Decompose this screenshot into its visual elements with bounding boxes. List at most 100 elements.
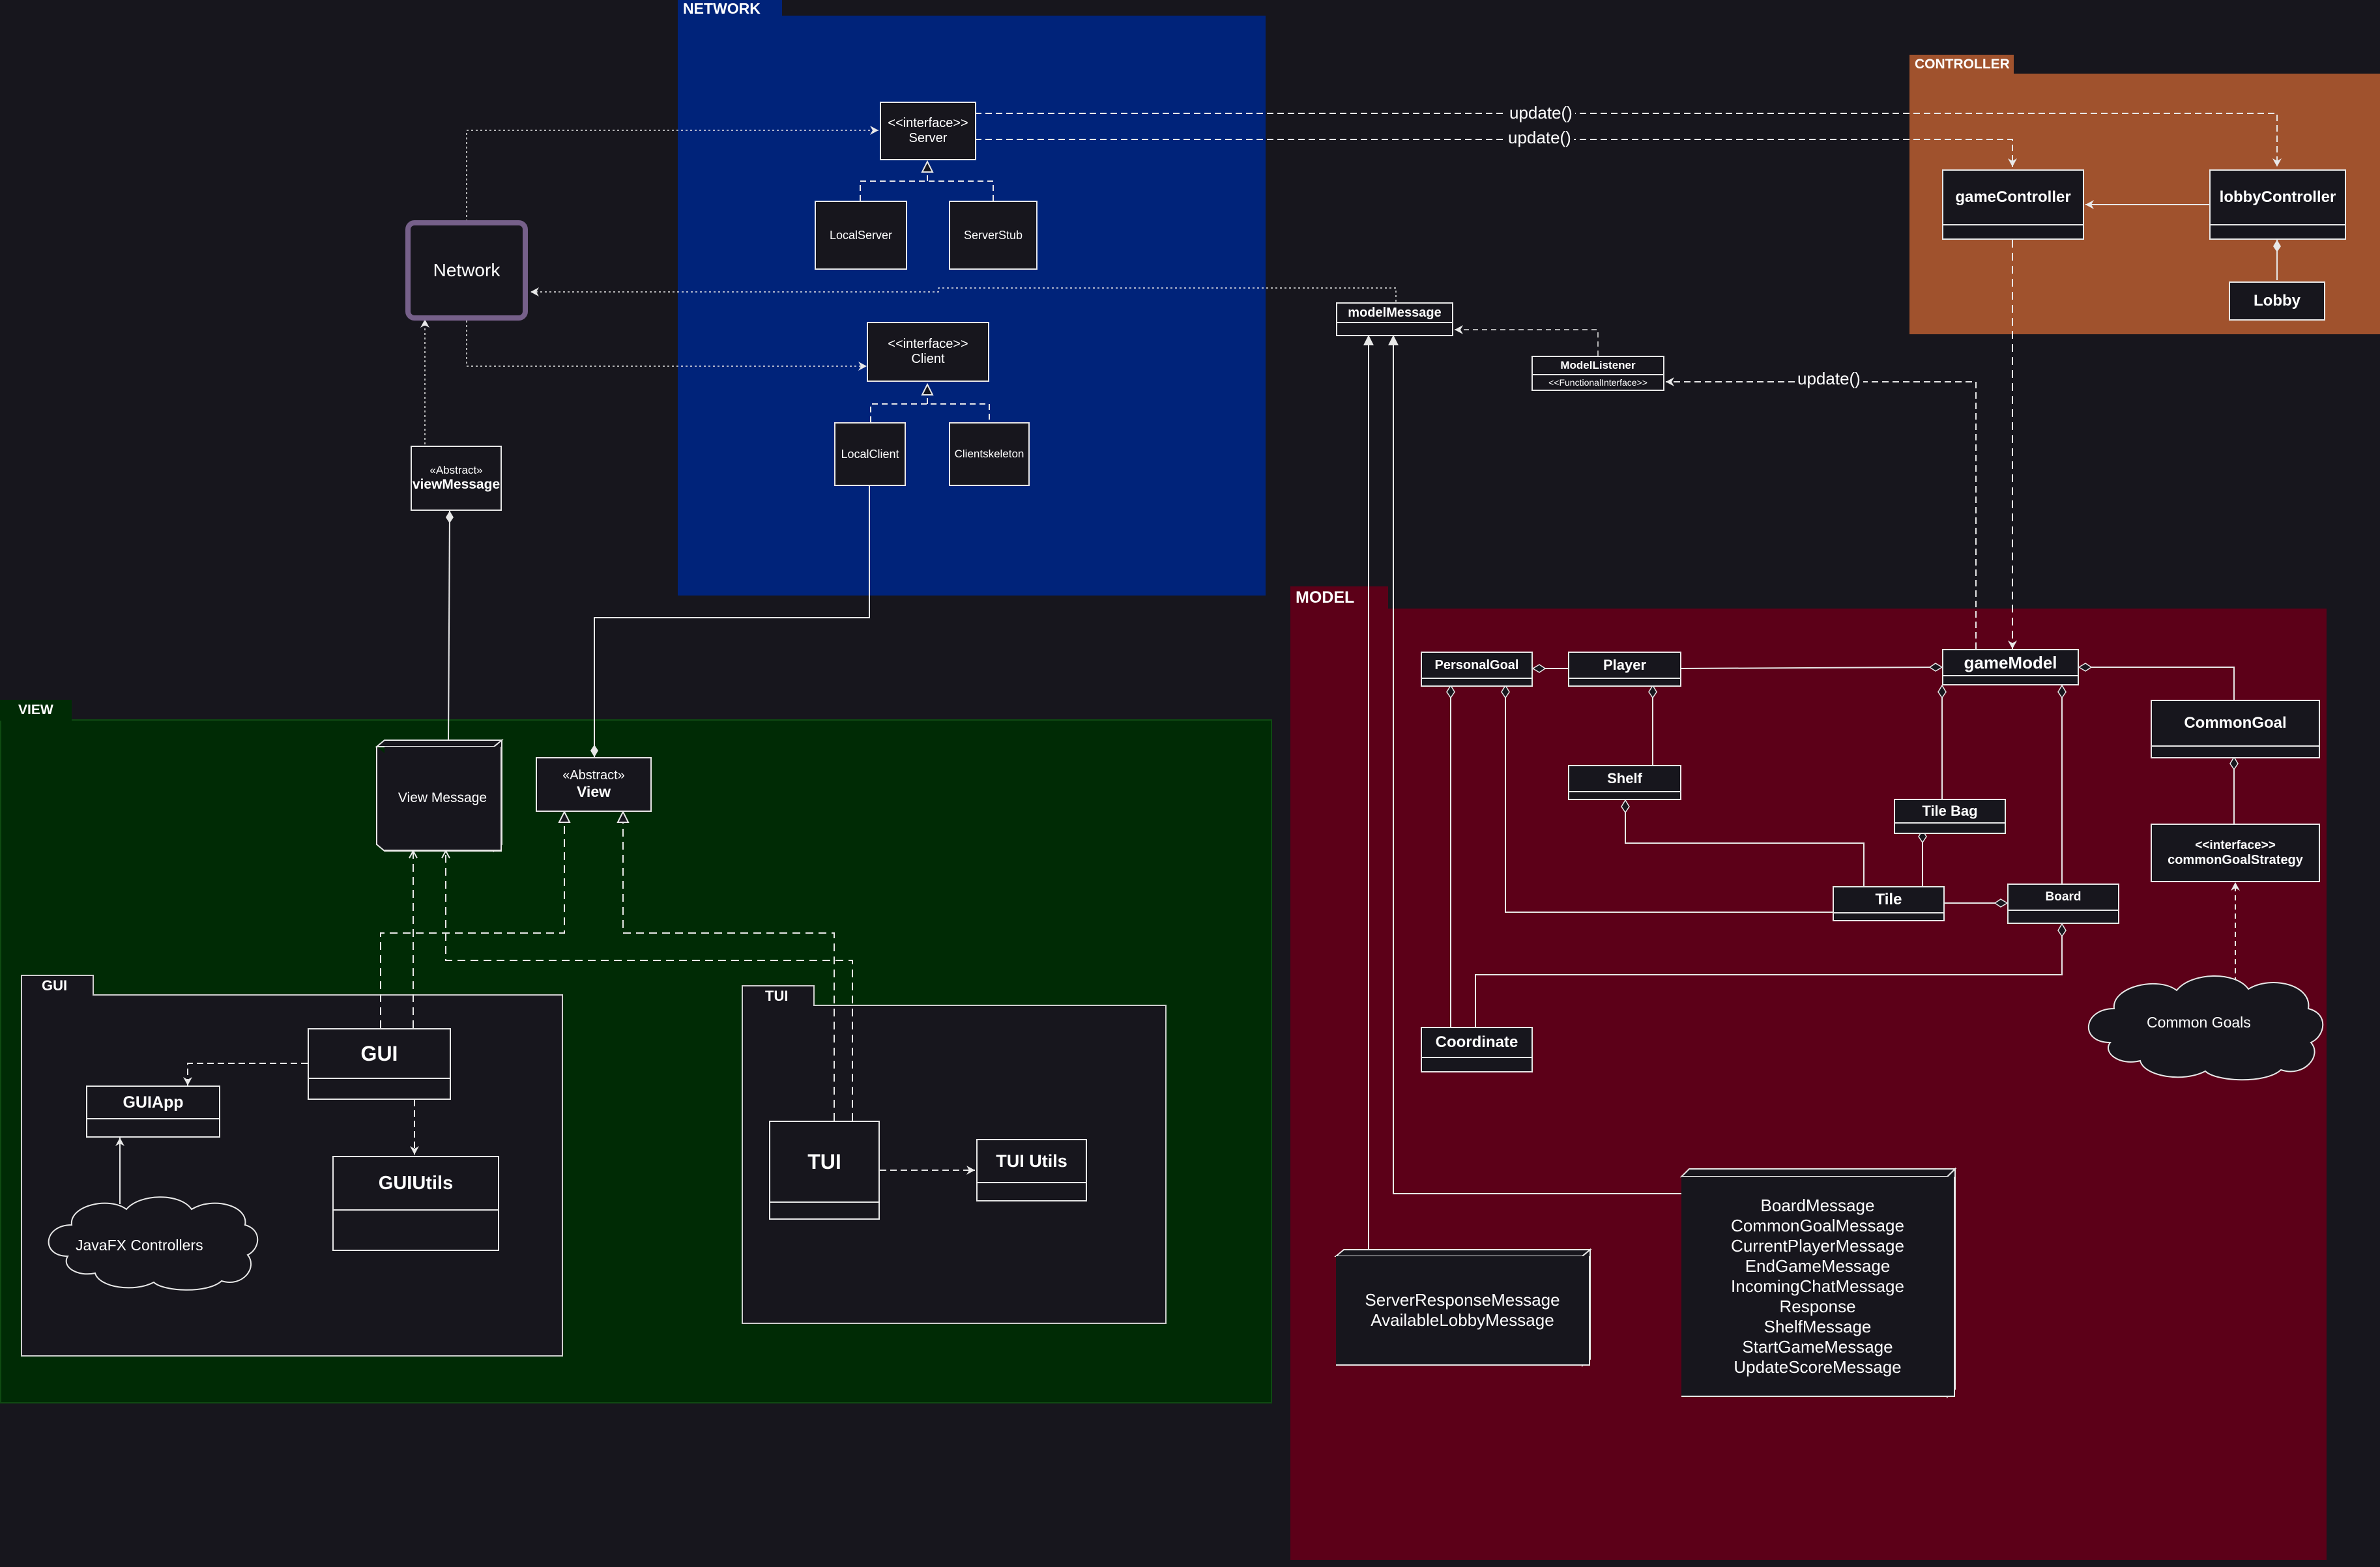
common-goals-cloud-label: Common Goals — [2147, 1014, 2251, 1031]
coordinate-class[interactable]: Coordinate — [1421, 1027, 1533, 1072]
game-controller-class[interactable]: gameController — [1942, 169, 2084, 240]
tile-bag-label: Tile Bag — [1895, 800, 2005, 824]
network-package-tab: NETWORK — [678, 0, 782, 17]
common-goal-strategy-stereotype: <<interface>> — [2195, 838, 2276, 852]
model-message-item: CurrentPlayerMessage — [1731, 1235, 1904, 1256]
local-server-class[interactable]: LocalServer — [815, 201, 907, 270]
gui-utils-label: GUIUtils — [334, 1157, 498, 1211]
server-stereotype: <<interface>> — [888, 116, 968, 130]
tui-package-tab: TUI — [742, 985, 815, 1006]
gui-app-label: GUIApp — [87, 1087, 219, 1119]
server-message-item: AvailableLobbyMessage — [1371, 1310, 1554, 1330]
model-message-item: CommonGoalMessage — [1731, 1215, 1904, 1235]
personal-goal-class[interactable]: PersonalGoal — [1421, 652, 1533, 687]
shelf-label: Shelf — [1569, 766, 1680, 792]
server-name: Server — [908, 131, 948, 145]
server-stub-label: ServerStub — [963, 228, 1023, 242]
tile-bag-class[interactable]: Tile Bag — [1894, 799, 2006, 834]
view-message-abstract-name: viewMessage — [412, 477, 501, 492]
client-interface[interactable]: <<interface>> Client — [867, 322, 989, 382]
lobby-label: Lobby — [2254, 292, 2300, 309]
update-label-game: update() — [1505, 128, 1574, 148]
javafx-cloud-shape — [48, 1196, 259, 1291]
view-package-tab: VIEW — [0, 700, 72, 721]
view-message-abstract-class[interactable]: «Abstract» viewMessage — [411, 446, 502, 511]
tile-class[interactable]: Tile — [1833, 886, 1945, 921]
model-message-item: IncomingChatMessage — [1731, 1276, 1904, 1296]
gui-app-class[interactable]: GUIApp — [86, 1085, 220, 1138]
lobby-controller-class[interactable]: lobbyController — [2209, 169, 2346, 240]
tile-label: Tile — [1834, 887, 1943, 913]
tui-class-label: TUI — [770, 1122, 878, 1203]
model-message-label: modelMessage — [1337, 304, 1452, 323]
model-listener-stereotype: <<FunctionalInterface>> — [1548, 377, 1647, 388]
client-skeleton-class[interactable]: Clientskeleton — [949, 422, 1030, 486]
common-goal-class[interactable]: CommonGoal — [2151, 700, 2320, 758]
tui-class[interactable]: TUI — [769, 1121, 880, 1220]
model-package-tab: MODEL — [1290, 586, 1388, 610]
tui-package-label: TUI — [765, 988, 789, 1004]
gui-package-label: GUI — [42, 977, 68, 994]
coordinate-label: Coordinate — [1422, 1028, 1531, 1058]
game-model-class[interactable]: gameModel — [1942, 649, 2079, 685]
view-abstract-stereotype: «Abstract» — [562, 768, 625, 783]
model-listener-class[interactable]: ModelListener <<FunctionalInterface>> — [1531, 356, 1664, 391]
view-abstract-class[interactable]: «Abstract» View — [536, 757, 652, 812]
model-message-item: BoardMessage — [1760, 1195, 1875, 1215]
tui-utils-label: TUI Utils — [978, 1140, 1086, 1183]
personal-goal-label: PersonalGoal — [1422, 653, 1531, 679]
view-message-node[interactable]: View Message — [385, 747, 502, 851]
javafx-cloud-label: JavaFX Controllers — [76, 1237, 203, 1254]
model-package-label: MODEL — [1296, 588, 1355, 607]
client-skeleton-label: Clientskeleton — [954, 448, 1024, 460]
server-message-item: ServerResponseMessage — [1365, 1290, 1560, 1310]
model-message-item: StartGameMessage — [1742, 1336, 1893, 1357]
view-abstract-name: View — [577, 783, 611, 800]
lobby-controller-label: lobbyController — [2211, 171, 2345, 225]
local-client-class[interactable]: LocalClient — [834, 422, 906, 486]
game-model-label: gameModel — [1943, 650, 2078, 676]
gui-class[interactable]: GUI — [308, 1028, 451, 1100]
update-label-lobby: update() — [1507, 103, 1575, 123]
common-goal-strategy-name: commonGoalStrategy — [2168, 852, 2303, 867]
client-stereotype: <<interface>> — [888, 337, 968, 351]
view-message-abstract-stereotype: «Abstract» — [429, 464, 483, 476]
board-label: Board — [2009, 885, 2118, 911]
gui-utils-class[interactable]: GUIUtils — [332, 1156, 499, 1251]
model-message-item: EndGameMessage — [1745, 1256, 1891, 1276]
local-client-label: LocalClient — [841, 447, 899, 461]
common-goal-label: CommonGoal — [2152, 701, 2319, 747]
network-node[interactable]: Network — [405, 220, 528, 321]
common-goal-strategy-interface[interactable]: <<interface>> commonGoalStrategy — [2151, 824, 2320, 882]
network-node-label: Network — [433, 260, 501, 280]
model-message-class[interactable]: modelMessage — [1336, 302, 1453, 336]
model-message-item: Response — [1779, 1296, 1856, 1316]
game-controller-label: gameController — [1943, 171, 2083, 225]
gui-class-label: GUI — [309, 1029, 450, 1079]
view-message-node-label: View Message — [398, 790, 487, 805]
model-message-item: UpdateScoreMessage — [1734, 1357, 1902, 1377]
server-stub-class[interactable]: ServerStub — [949, 201, 1038, 270]
client-name: Client — [911, 352, 945, 366]
network-package-label: NETWORK — [683, 0, 761, 17]
common-goals-cloud-shape — [2087, 975, 2324, 1081]
controller-package-tab: CONTROLLER — [1909, 55, 2014, 74]
board-class[interactable]: Board — [2007, 884, 2119, 924]
player-class[interactable]: Player — [1568, 652, 1681, 687]
shelf-class[interactable]: Shelf — [1568, 765, 1681, 800]
local-server-label: LocalServer — [829, 228, 893, 242]
player-label: Player — [1569, 653, 1680, 679]
lobby-class[interactable]: Lobby — [2229, 281, 2325, 321]
update-label-model-listener: update() — [1795, 369, 1863, 389]
model-message-item: ShelfMessage — [1763, 1316, 1872, 1336]
server-interface[interactable]: <<interface>> Server — [880, 102, 976, 160]
view-package-label: VIEW — [18, 702, 53, 717]
gui-package-tab: GUI — [21, 975, 94, 996]
model-listener-label: ModelListener — [1533, 357, 1663, 375]
controller-package-label: CONTROLLER — [1915, 57, 2010, 72]
model-package — [1290, 609, 2327, 1560]
tui-utils-class[interactable]: TUI Utils — [976, 1139, 1087, 1201]
